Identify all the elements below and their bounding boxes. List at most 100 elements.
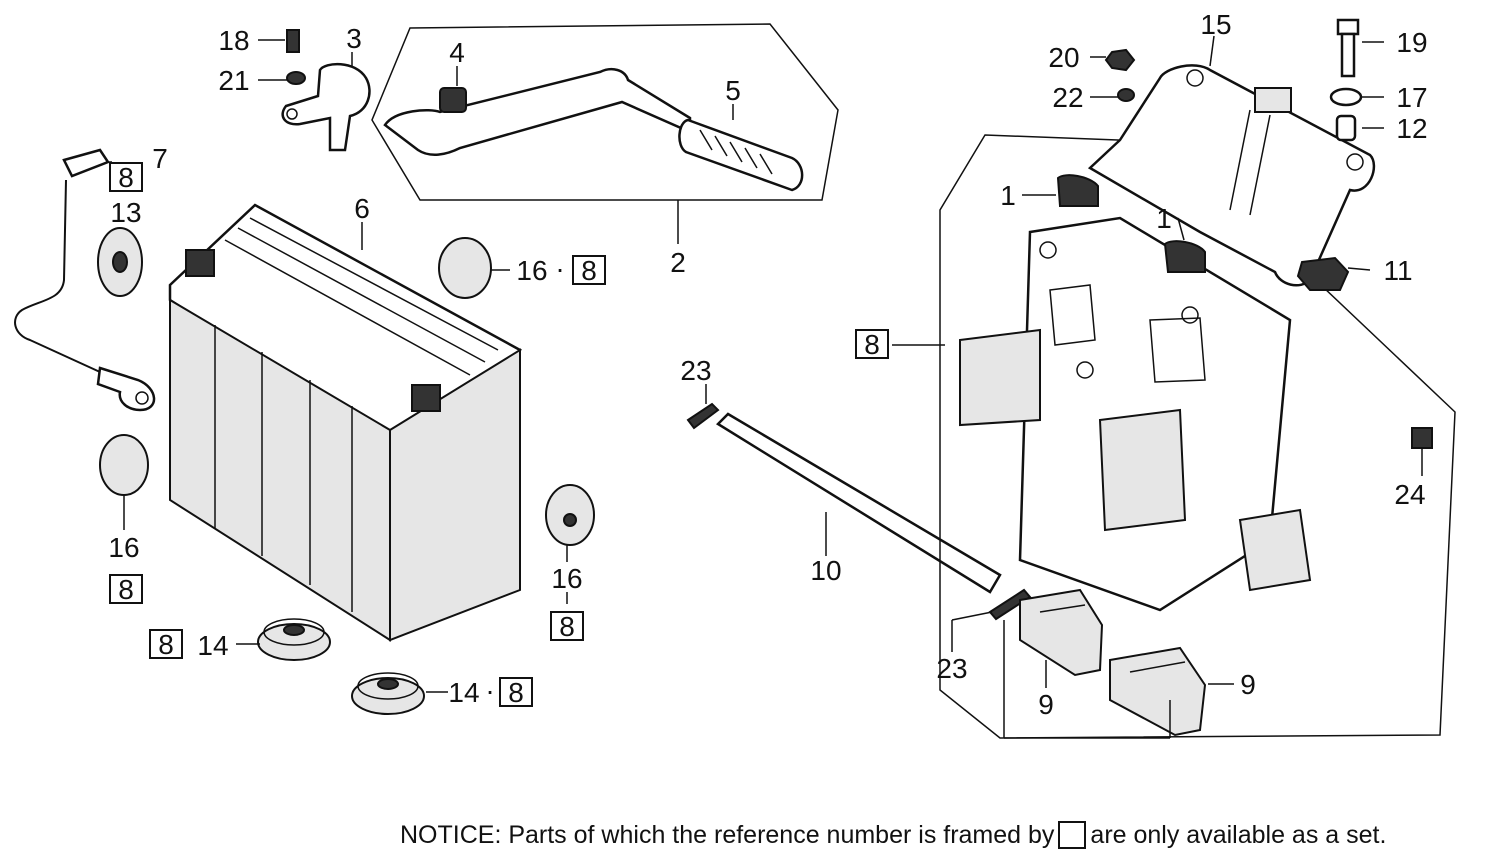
battery (168, 203, 522, 642)
battery-side (389, 348, 521, 642)
case-flap-right (1238, 508, 1312, 592)
ground-cable (14, 148, 156, 412)
washer-22 (1117, 88, 1135, 102)
grommet-1a (1056, 174, 1099, 207)
battery-cap-rows (224, 217, 499, 376)
pedal-grip-ribs (699, 129, 773, 175)
callout-3: 3 (346, 23, 362, 54)
rubber-pad-16b (99, 434, 149, 496)
callout-4: 4 (449, 37, 465, 68)
callout-13: 13 (110, 197, 141, 228)
cable-terminal-top (62, 148, 110, 178)
battery-terminal-right (411, 384, 441, 412)
set-mark-box-7: 8 (109, 162, 143, 193)
bolt-19-shank (1340, 32, 1356, 78)
callout-15: 15 (1200, 9, 1231, 40)
callout-11: 11 (1383, 255, 1412, 286)
cushion-14b (351, 672, 425, 715)
kick-arm-bolt (439, 87, 467, 113)
callout-5: 5 (725, 75, 741, 106)
svg-text:8: 8 (508, 677, 524, 708)
svg-text:8: 8 (581, 255, 597, 286)
callout-16b: 16 (108, 532, 139, 563)
cable-wire (14, 151, 101, 373)
holder-plate (1087, 64, 1376, 287)
holder-clamp (1254, 87, 1292, 113)
leader-lines (108, 35, 1423, 739)
holder-15 (1087, 64, 1376, 287)
callout-21: 21 (218, 65, 249, 96)
cable-terminal-bottom (96, 366, 156, 412)
set-mark-box-case: 8 (855, 329, 889, 360)
rubber-mount-13-hole (112, 251, 128, 273)
set-mark-box-16a: 8 (572, 255, 606, 286)
set-mark-box-16b: 8 (109, 574, 143, 605)
set-mark-box-16c: 8 (550, 611, 584, 642)
battery-cell-lines (214, 325, 353, 612)
set-mark-box-14b: 8 (499, 677, 533, 708)
washer-17 (1329, 87, 1363, 107)
callout-12: 12 (1396, 113, 1427, 144)
case-hole-1 (1039, 241, 1057, 259)
callout-22: 22 (1052, 82, 1083, 113)
case-hole-2 (1076, 361, 1094, 379)
washer-21 (286, 71, 306, 85)
callout-10: 10 (810, 555, 841, 586)
callout-2: 2 (670, 247, 686, 278)
callout-24: 24 (1394, 479, 1425, 510)
callout-9a: 9 (1038, 689, 1054, 720)
nut-11 (1296, 256, 1350, 291)
separator-16a: · (555, 253, 564, 284)
mount-block-9b (1109, 646, 1207, 737)
callout-1b: 1 (1156, 203, 1172, 234)
holder-hole-2 (1346, 153, 1364, 171)
separator-14b: · (485, 675, 494, 706)
callout-16c: 16 (551, 563, 582, 594)
callout-6: 6 (354, 193, 370, 224)
bracket-hole (286, 108, 298, 120)
bolt-19-head (1336, 18, 1360, 36)
clip-23b (988, 588, 1032, 621)
grommet-1b (1163, 240, 1206, 273)
notice-after: are only available as a set. (1090, 820, 1387, 849)
callout-20: 20 (1048, 42, 1079, 73)
case-flap-left (959, 328, 1041, 427)
callout-9b: 9 (1240, 669, 1256, 700)
callout-16a: 16 (516, 255, 547, 286)
case-flap-center (1098, 408, 1187, 532)
bolt-24 (1411, 427, 1433, 449)
notice-frame-symbol (1058, 821, 1087, 849)
clip-23a (686, 402, 720, 430)
callout-14b: 14 (448, 677, 479, 708)
callout-7: 7 (152, 143, 168, 174)
callout-23b: 23 (936, 653, 967, 684)
callout-17: 17 (1396, 82, 1427, 113)
terminal-hole (135, 391, 149, 405)
callout-19: 19 (1396, 27, 1427, 58)
bolt-18 (286, 29, 300, 53)
rod-10 (715, 412, 1002, 594)
kick-starter-group (371, 23, 839, 201)
holder-strap (1229, 109, 1271, 216)
svg-text:8: 8 (118, 574, 134, 605)
bracket-body (281, 63, 371, 152)
callout-18: 18 (218, 25, 249, 56)
rubber-pad-16a (438, 237, 492, 299)
callout-1a: 1 (1000, 180, 1016, 211)
kick-arm (383, 68, 692, 156)
nut-20 (1104, 48, 1136, 72)
case-hole-3 (1181, 306, 1199, 324)
cushion-14a (257, 618, 331, 661)
mount-block-9a (1019, 588, 1104, 677)
collar-12 (1335, 114, 1357, 142)
holder-hole-1 (1186, 69, 1204, 87)
svg-text:8: 8 (559, 611, 575, 642)
battery-case-group (939, 134, 1456, 739)
set-mark-box-14a: 8 (149, 629, 183, 660)
callout-23a: 23 (680, 355, 711, 386)
notice-before: NOTICE: Parts of which the reference num… (400, 820, 1055, 849)
notice-text: NOTICE: Parts of which the reference num… (400, 815, 1495, 855)
kick-pedal-rubber (678, 118, 804, 192)
group-outline-2 (371, 23, 839, 201)
